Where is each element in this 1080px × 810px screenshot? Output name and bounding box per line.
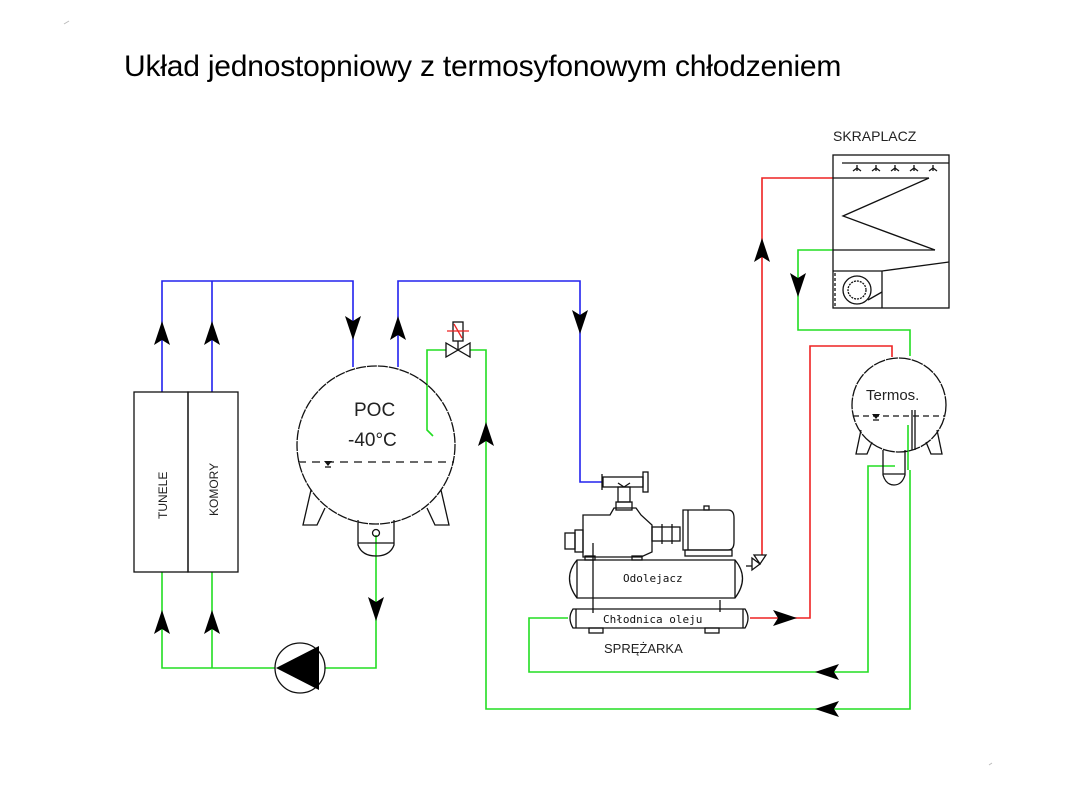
blue-line-tunele-komory-to-poc <box>161 280 354 392</box>
suction-lines <box>161 280 602 483</box>
compressor: Odolejacz Chłodnica oleju SPRĘŻARKA <box>564 471 768 656</box>
arrow-up-icon <box>478 422 494 446</box>
green-line-poc-to-pump <box>325 535 377 669</box>
inlet-cap <box>642 471 649 493</box>
green-line-valve-feed <box>426 349 446 437</box>
green-line-oil-cooler-return <box>528 465 895 673</box>
motor-terminal <box>703 505 710 511</box>
green-line-condenser-to-termos <box>797 249 911 356</box>
poc-temperature: -40°C <box>348 430 397 451</box>
termos-vessel <box>851 357 947 453</box>
pump <box>274 642 326 694</box>
fan-rotor-icon <box>847 280 867 300</box>
poc-outlet <box>371 528 381 538</box>
cooler-foot <box>704 627 720 634</box>
level-marker-icon <box>872 414 880 419</box>
green-line-valve-out <box>470 349 911 710</box>
valve-body-left <box>445 341 460 359</box>
liquid-lines <box>161 249 911 710</box>
corner-mark <box>63 20 70 25</box>
level-marker-icon <box>324 461 332 466</box>
termos-label: Termos. <box>866 387 919 404</box>
poc-label: POC <box>354 400 395 421</box>
pump-body <box>274 642 326 694</box>
fan-outlet <box>867 291 883 301</box>
green-line-pump-loop <box>161 572 275 669</box>
evaporators-block: TUNELE KOMORY <box>133 391 239 573</box>
termos-leg-left <box>855 429 873 455</box>
compressor-side-port <box>564 532 576 550</box>
corner-mark <box>988 762 993 766</box>
arrow-up-icon <box>390 316 406 340</box>
compressor-body <box>582 507 653 558</box>
fan-icon <box>842 275 872 305</box>
tunele-label: TUNELE <box>156 472 170 519</box>
basin-slope <box>881 261 950 272</box>
arrow-down-icon <box>368 597 384 621</box>
arrow-right-icon <box>773 610 797 626</box>
termos-receiver: Termos. <box>851 357 947 486</box>
coupling <box>651 526 681 542</box>
poc-leg-left <box>302 489 326 526</box>
red-line-compressor-to-condenser <box>761 177 833 555</box>
poc-separator: POC -40°C <box>296 365 456 557</box>
pump-direction-icon <box>276 646 319 690</box>
odolejacz-label: Odolejacz <box>623 572 683 585</box>
arrow-up-icon <box>154 321 170 345</box>
discharge-valve <box>752 554 768 566</box>
arrow-left-icon <box>815 701 839 717</box>
spray-nozzles-icon <box>852 165 938 172</box>
condenser: SKRAPLACZ <box>832 128 950 309</box>
solenoid-valve[interactable] <box>445 321 471 359</box>
cooler-foot <box>588 627 604 634</box>
valve-body-right <box>456 341 471 359</box>
arrow-up-icon <box>204 321 220 345</box>
termos-leg-right <box>925 429 943 455</box>
chlodnica-label: Chłodnica oleju <box>603 613 702 626</box>
komory-box <box>187 391 239 573</box>
flow-arrows <box>154 238 839 717</box>
termos-sump <box>882 450 906 486</box>
arrow-up-icon <box>754 238 770 262</box>
coil-diag <box>453 323 463 339</box>
sprezarka-label: SPRĘŻARKA <box>604 641 683 656</box>
poc-leg-right <box>426 489 450 526</box>
blue-line-poc-to-compressor <box>397 280 602 483</box>
komory-label: KOMORY <box>207 463 221 516</box>
chlodnica-oleju <box>569 608 749 629</box>
arrow-down-icon <box>790 273 806 297</box>
inlet-pipe <box>602 476 644 488</box>
compressor-neck <box>615 501 633 511</box>
compressor-side-port2 <box>574 529 584 553</box>
condenser-casing <box>832 154 950 309</box>
skraplacz-label: SKRAPLACZ <box>833 128 917 144</box>
arrow-down-icon <box>572 310 588 334</box>
inlet-riser <box>617 482 631 503</box>
diagram-title: Układ jednostopniowy z termosyfonowym ch… <box>124 50 842 83</box>
discharge-valve2 <box>751 556 762 572</box>
arrow-up-icon <box>204 610 220 634</box>
motor <box>682 509 735 551</box>
poc-sump <box>357 520 395 557</box>
arrow-down-icon <box>345 316 361 340</box>
poc-vessel <box>296 365 456 525</box>
condenser-coil <box>841 177 936 251</box>
arrow-left-icon <box>815 664 839 680</box>
arrow-up-icon <box>154 610 170 634</box>
motor-base <box>684 549 733 557</box>
